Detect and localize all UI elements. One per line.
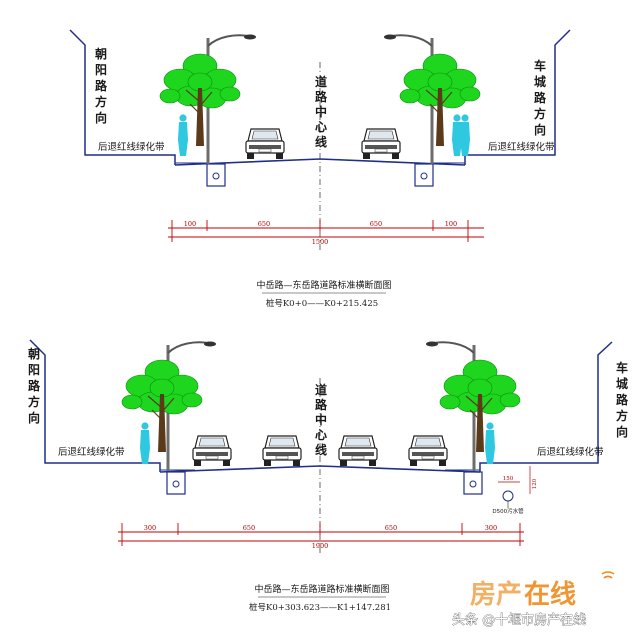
caption-title: 中岳路—东岳路道路标准横断面图 — [254, 583, 389, 595]
car-icon — [408, 435, 448, 467]
car-icon — [245, 128, 285, 160]
drain-box-left — [206, 163, 226, 187]
setback-label-left: 后退红线绿化带 — [58, 446, 125, 458]
dimension-line-2 — [118, 523, 524, 546]
sewer-pipe-icon — [502, 490, 514, 502]
dim-seg-4: 100 — [445, 220, 457, 228]
dim-seg-3: 650 — [370, 220, 382, 228]
setback-label-right: 后退红线绿化带 — [537, 446, 604, 458]
tree-icon — [121, 359, 203, 453]
left-direction-label: 朝阳路方向 — [95, 46, 108, 125]
signal-icon — [601, 571, 615, 579]
drain-box-right — [463, 471, 483, 495]
pedestrian-icon — [485, 422, 495, 464]
watermark: 房产 在线 头条 @十堰市房产在线 — [452, 571, 615, 628]
dim-seg-1: 300 — [144, 524, 156, 532]
section-2: D500污水管 150 120 朝阳路方向 车城路方向 道路中心线 后退红线绿化… — [28, 339, 629, 613]
credit-text: 头条 @十堰市房产在线 — [452, 612, 586, 628]
dim-total: 1500 — [312, 238, 329, 246]
brand-part2: 在线 — [524, 580, 576, 610]
dim-seg-1: 100 — [184, 220, 196, 228]
caption-station: 桩号K0+0——K0+215.425 — [266, 298, 378, 309]
right-boundary-line — [479, 341, 613, 472]
drain-box-left — [166, 471, 186, 495]
pedestrian-icon — [460, 114, 470, 156]
drain-box-right — [414, 163, 434, 187]
left-direction-label: 朝阳路方向 — [28, 346, 41, 425]
setback-label-left: 后退红线绿化带 — [98, 141, 165, 153]
caption-station: 桩号K0+303.623——K1+147.281 — [249, 602, 391, 613]
setback-label-right: 后退红线绿化带 — [488, 141, 555, 153]
centerline-label: 道路中心线 — [315, 74, 328, 149]
left-boundary-line — [29, 339, 161, 472]
car-icon — [192, 435, 232, 467]
car-icon — [262, 435, 302, 467]
right-direction-label: 车城路方向 — [534, 58, 547, 137]
pedestrian-icon — [140, 422, 150, 464]
dim-total: 1900 — [312, 542, 329, 550]
left-boundary-line — [69, 29, 176, 165]
car-icon — [338, 435, 378, 467]
caption-title: 中岳路—东岳路道路标准横断面图 — [256, 279, 391, 291]
drain-dim-1: 150 — [503, 476, 514, 482]
tree-icon — [159, 53, 241, 147]
dim-seg-4: 300 — [485, 524, 497, 532]
right-boundary-line — [464, 29, 571, 165]
tree-icon — [439, 359, 521, 453]
pedestrian-icon — [178, 114, 188, 156]
drain-label: D500污水管 — [492, 507, 524, 515]
dim-seg-2: 650 — [258, 220, 270, 228]
right-direction-label: 车城路方向 — [616, 360, 629, 439]
dim-seg-3: 650 — [385, 524, 397, 532]
brand-part1: 房产 — [470, 580, 522, 610]
dimension-line-1 — [168, 220, 484, 242]
car-icon — [361, 128, 401, 160]
centerline-label: 道路中心线 — [315, 382, 328, 457]
section-1: 朝阳路方向 车城路方向 道路中心线 后退红线绿化带 后退红线绿化带 100 65… — [69, 29, 571, 309]
drain-dim-2: 120 — [532, 478, 538, 489]
dim-seg-2: 650 — [243, 524, 255, 532]
